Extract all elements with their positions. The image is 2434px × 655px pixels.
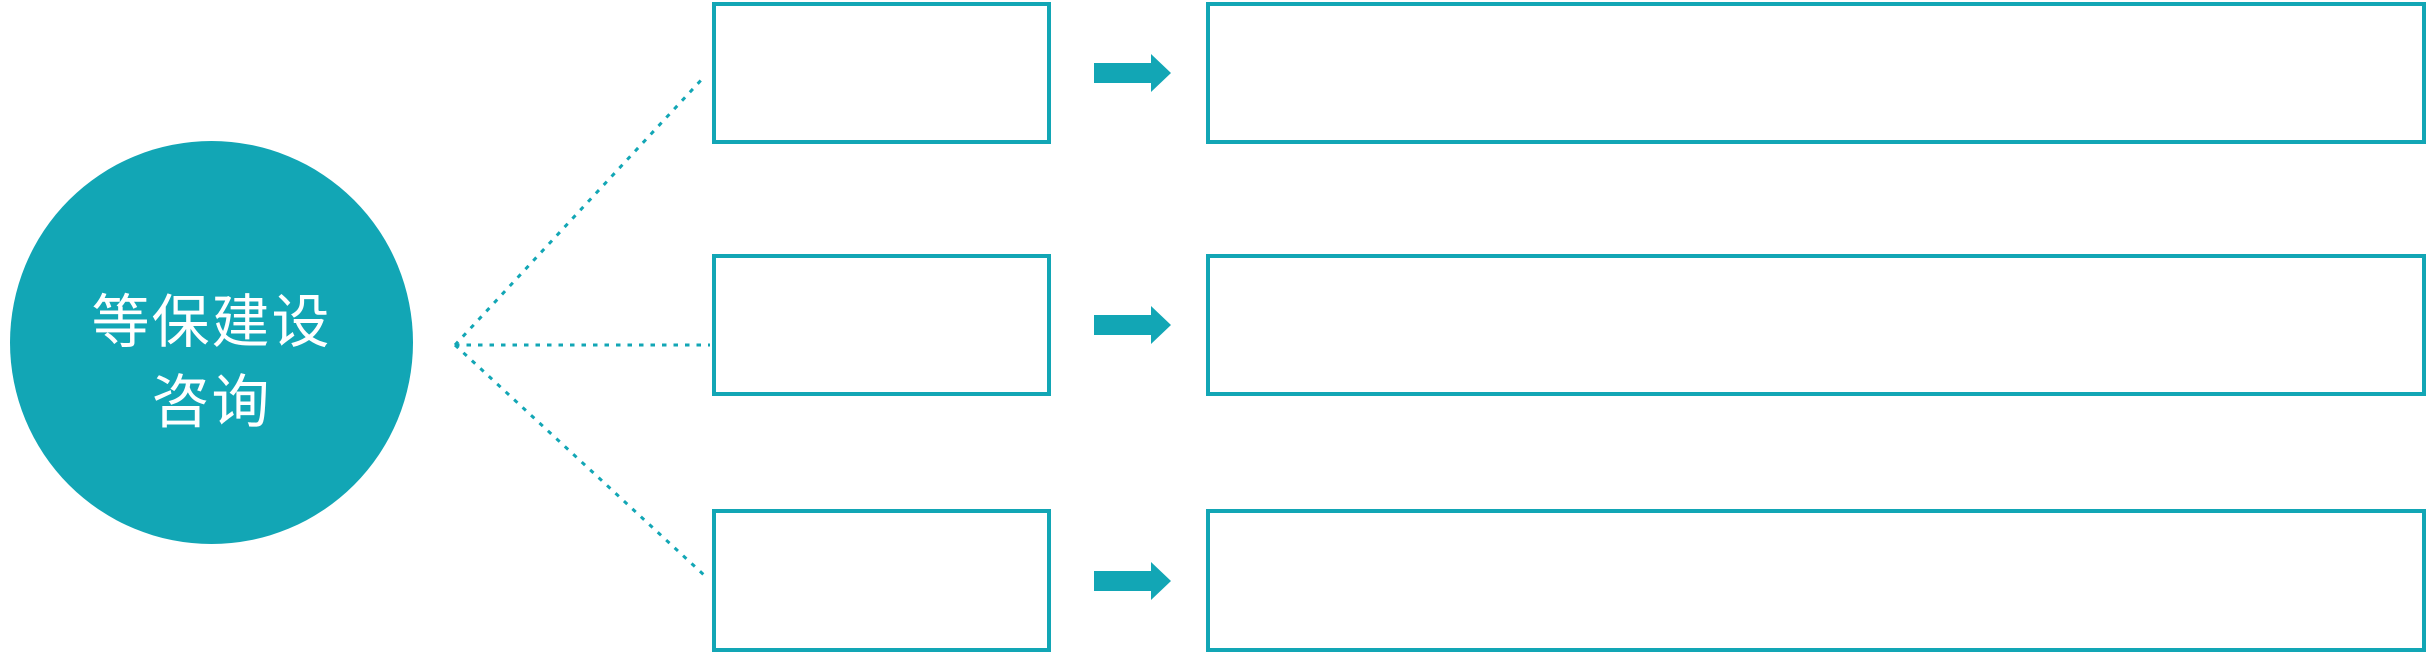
description-box-3 [1206,509,2426,652]
description-box-1-text [1210,6,2422,140]
category-box-1-text [716,6,1047,140]
description-box-1 [1206,2,2426,144]
category-box-3 [712,509,1051,652]
arrow-right-icon [1094,562,1171,600]
dotted-connector-line-bottom [453,343,706,577]
category-box-2 [712,254,1051,396]
arrow-right-icon [1094,306,1171,344]
description-box-2 [1206,254,2426,396]
category-box-2-text [716,258,1047,392]
category-box-1 [712,2,1051,144]
description-box-3-text [1210,513,2422,648]
arrow-right-icon [1094,54,1171,92]
topic-circle-label: 等保建设 咨询 [91,283,331,443]
topic-circle-label-line2: 咨询 [151,369,272,435]
dotted-connector-line-top [453,75,706,347]
description-box-2-text [1210,258,2422,392]
topic-circle-label-line1: 等保建设 [91,289,332,355]
category-box-3-text [716,513,1047,648]
topic-circle: 等保建设 咨询 [10,141,413,544]
